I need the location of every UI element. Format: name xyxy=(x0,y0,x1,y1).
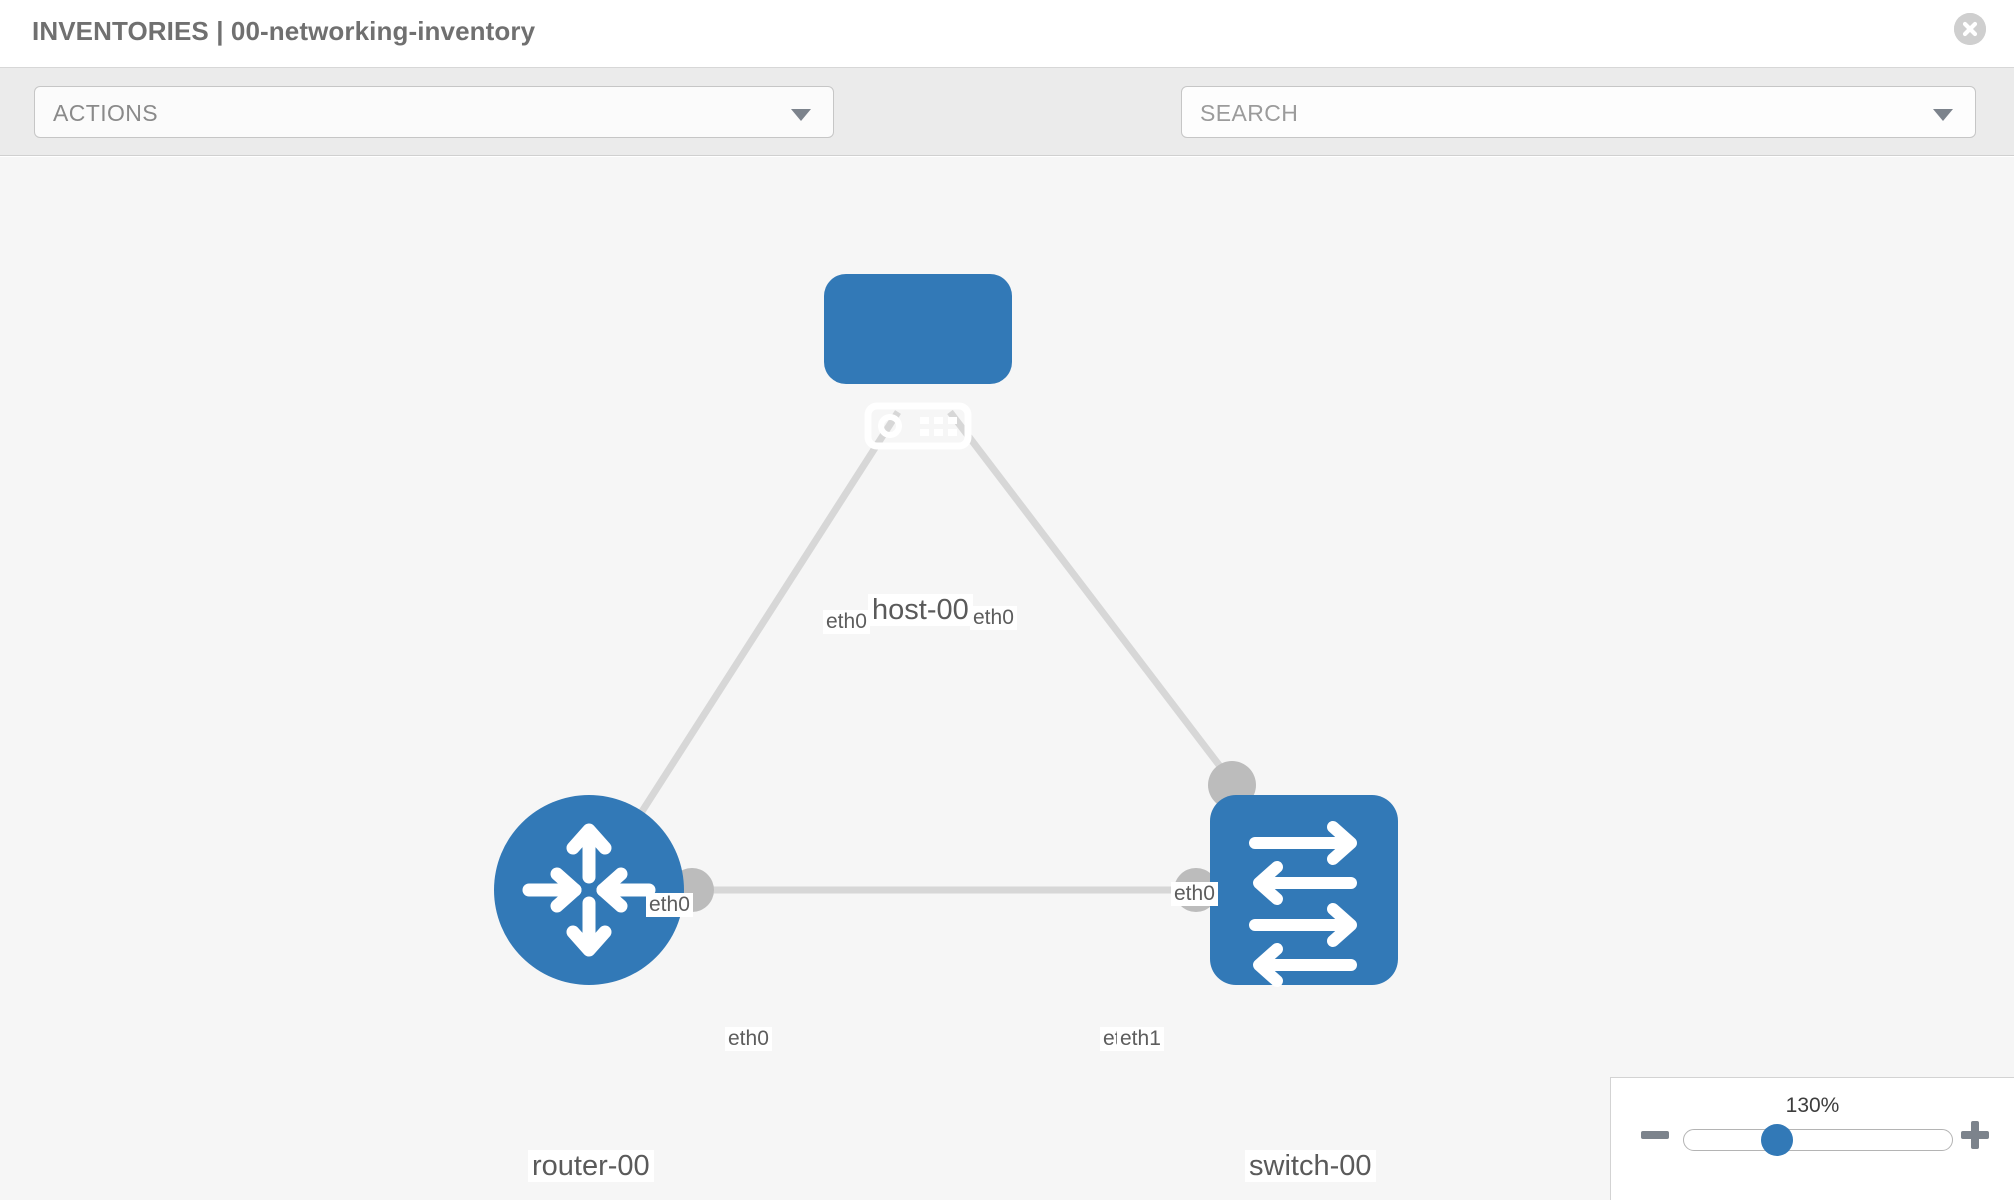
node-label-host-00[interactable]: host-00 xyxy=(868,594,973,627)
search-input[interactable]: SEARCH xyxy=(1181,86,1976,138)
node-label-router-00[interactable]: router-00 xyxy=(528,1150,654,1183)
minus-icon[interactable] xyxy=(1638,1118,1672,1152)
actions-dropdown[interactable]: ACTIONS xyxy=(34,86,834,138)
iface-label-switch-eth1[interactable]: eth1 xyxy=(1117,1027,1164,1052)
host-icon xyxy=(864,402,972,450)
chevron-down-icon xyxy=(791,109,811,121)
zoom-slider-track[interactable] xyxy=(1683,1129,1953,1151)
iface-label-host-eth0-left[interactable]: eth0 xyxy=(823,610,870,635)
zoom-control-panel: 130% xyxy=(1610,1077,2014,1200)
close-icon[interactable] xyxy=(1954,13,1986,45)
zoom-slider-thumb[interactable] xyxy=(1761,1124,1793,1156)
node-router-00[interactable] xyxy=(494,795,684,985)
switch-icon xyxy=(1249,821,1357,987)
chevron-down-icon xyxy=(1933,109,1953,121)
search-placeholder: SEARCH xyxy=(1200,100,1299,126)
iface-label-host-eth0-right[interactable]: eth0 xyxy=(970,606,1017,631)
plus-icon[interactable] xyxy=(1958,1118,1992,1152)
node-label-switch-00[interactable]: switch-00 xyxy=(1245,1150,1376,1183)
node-host-00[interactable] xyxy=(824,274,1012,450)
toolbar: ACTIONS SEARCH xyxy=(0,68,2014,192)
link-host-router[interactable] xyxy=(597,410,901,879)
node-switch-00[interactable] xyxy=(1210,795,1398,987)
router-icon xyxy=(522,823,656,957)
actions-dropdown-label: ACTIONS xyxy=(53,100,159,126)
iface-label-router-eth0-uplink[interactable]: eth0 xyxy=(646,893,693,918)
iface-label-router-eth0[interactable]: eth0 xyxy=(725,1027,772,1052)
page-header: INVENTORIES | 00-networking-inventory xyxy=(0,0,2014,68)
topology-canvas[interactable]: host-00 router-00 switch-00 eth0 eth0 et… xyxy=(0,157,2014,1200)
topology-links xyxy=(597,409,1235,894)
iface-label-switch-eth0-uplink[interactable]: eth0 xyxy=(1171,882,1218,907)
zoom-percentage: 130% xyxy=(1785,1094,1840,1117)
topology-graph xyxy=(494,274,1398,987)
page-title: INVENTORIES | 00-networking-inventory xyxy=(32,16,536,46)
link-host-switch[interactable] xyxy=(947,409,1235,785)
